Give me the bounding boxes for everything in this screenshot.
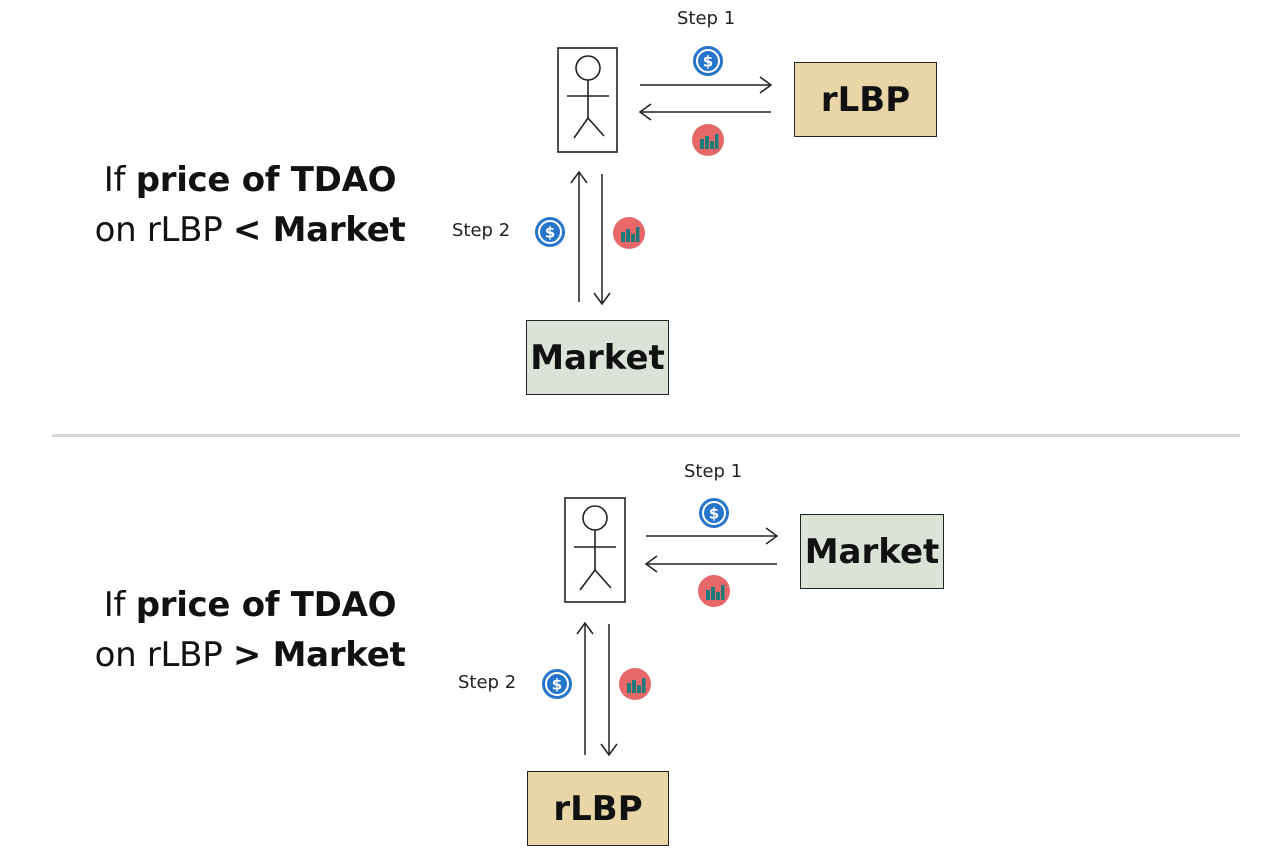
condition-emphasis: price of TDAO [135, 585, 397, 625]
tdao-token-icon [619, 668, 651, 700]
arrow-icon [644, 555, 777, 573]
arrow-icon [638, 103, 771, 121]
condition-text-top: If price of TDAO on rLBP < Market [60, 155, 440, 255]
condition-prefix: If [103, 585, 126, 625]
condition-prefix: on rLBP [94, 635, 223, 675]
rlbp-box: rLBP [794, 62, 937, 137]
condition-text-bottom: If price of TDAO on rLBP > Market [60, 580, 440, 680]
condition-prefix: If [103, 160, 126, 200]
tdao-token-icon [613, 217, 645, 249]
usdc-coin-icon [541, 668, 573, 700]
step-2-label: Step 2 [452, 220, 511, 241]
tdao-token-icon [698, 575, 730, 607]
usdc-coin-icon [698, 497, 730, 529]
condition-comparison: < Market [232, 210, 406, 250]
tdao-token-icon [692, 124, 724, 156]
arrow-icon [600, 624, 618, 757]
stick-figure-icon [564, 497, 626, 603]
market-box: Market [800, 514, 944, 589]
condition-prefix: on rLBP [94, 210, 223, 250]
arrow-icon [646, 527, 779, 545]
arrow-icon [570, 170, 588, 302]
arrow-icon [576, 621, 594, 755]
condition-comparison: > Market [232, 635, 406, 675]
arrow-icon [640, 76, 773, 94]
arrow-icon [593, 174, 611, 306]
condition-emphasis: price of TDAO [135, 160, 397, 200]
market-box: Market [526, 320, 669, 395]
section-divider [52, 434, 1240, 437]
usdc-coin-icon [534, 216, 566, 248]
usdc-coin-icon [692, 45, 724, 77]
rlbp-box: rLBP [527, 771, 669, 846]
stick-figure-icon [557, 47, 618, 153]
step-2-label: Step 2 [458, 672, 517, 693]
step-1-label: Step 1 [677, 8, 736, 29]
step-1-label: Step 1 [684, 461, 743, 482]
